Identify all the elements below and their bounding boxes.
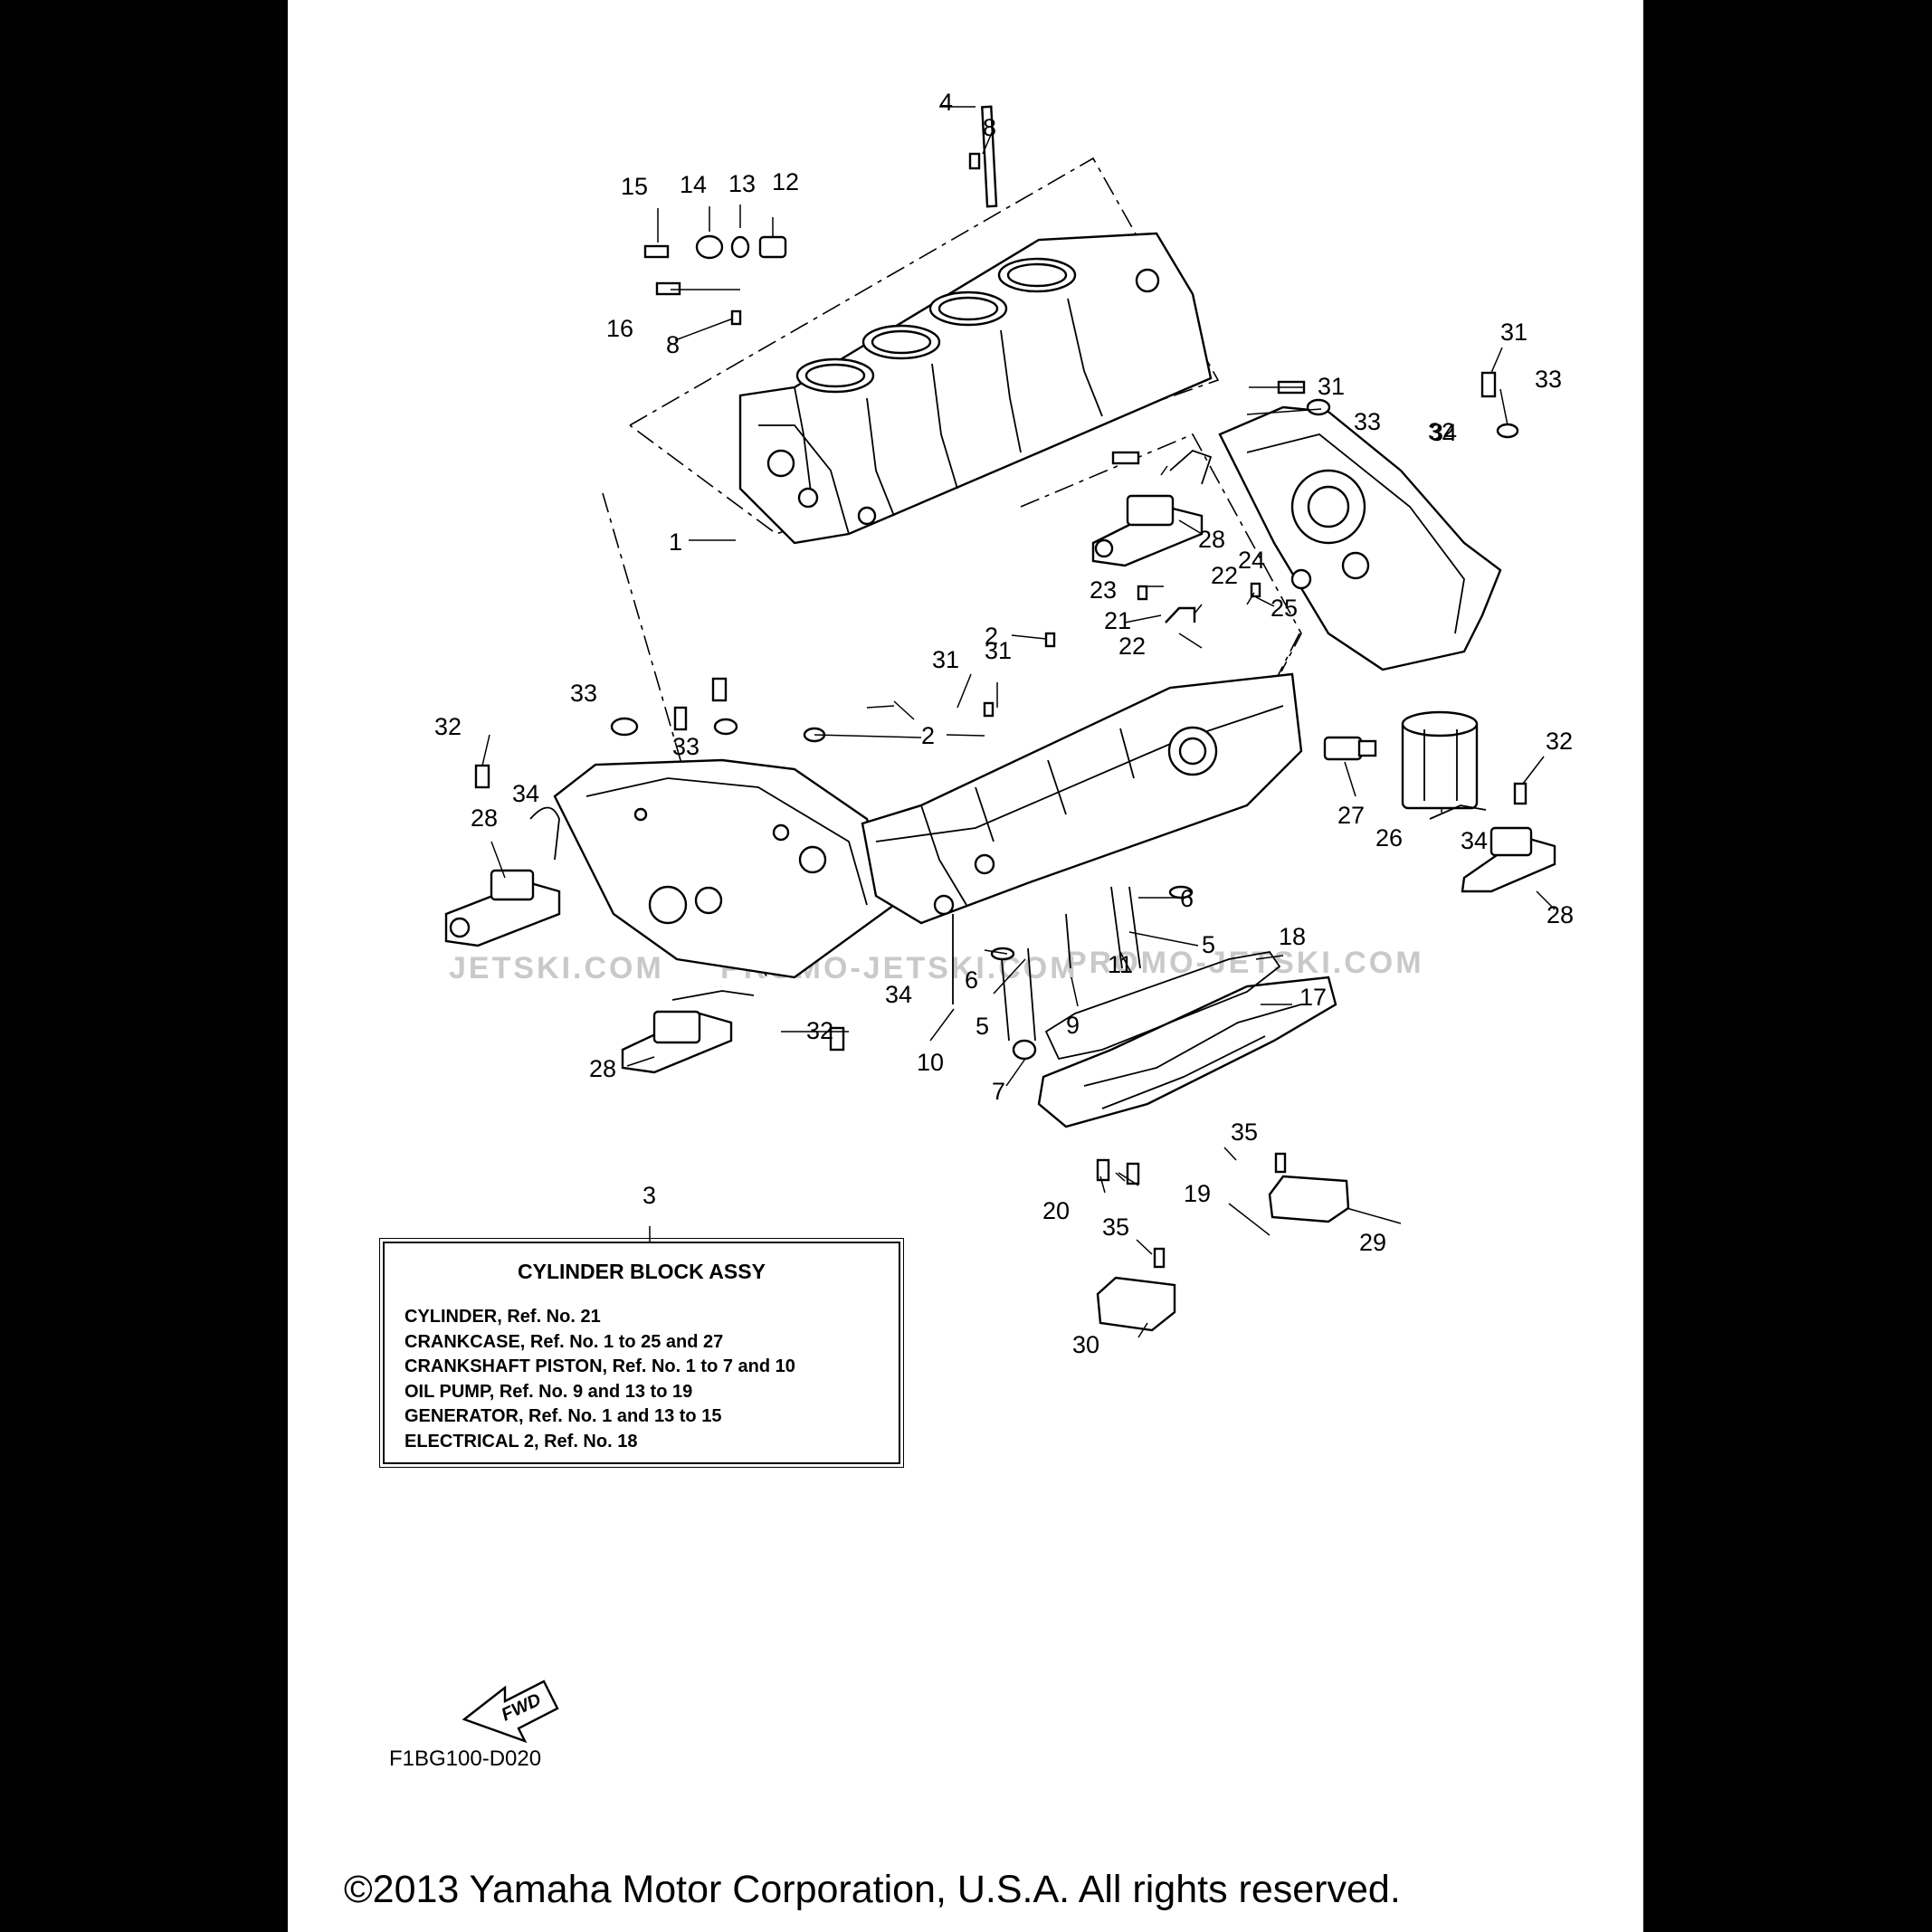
drawing-code: F1BG100-D020	[389, 1746, 542, 1771]
callout: 25	[1271, 595, 1298, 622]
callout: 14	[680, 171, 707, 198]
callout: 1	[669, 528, 682, 556]
callout: 10	[917, 1049, 944, 1076]
callout: 21	[1104, 607, 1131, 634]
legend-box: CYLINDER BLOCK ASSY CYLINDER, Ref. No. 2…	[379, 1238, 904, 1468]
callout: 28	[1198, 526, 1225, 553]
engine-mount-front	[621, 1010, 733, 1074]
callout-labels: 1 2 2 3 4 5 5 6 6 7 8 8 9 10 11 12 13 14…	[434, 89, 1574, 1358]
callout: 9	[1066, 1012, 1080, 1039]
diagram-sheet: JETSKI.COM PROMO-JETSKI.COM PROMO-JETSKI…	[288, 0, 1643, 1932]
callout: 6	[965, 966, 978, 994]
oil-filter	[1401, 710, 1479, 810]
callout: 8	[666, 331, 680, 358]
callout: 17	[1299, 984, 1327, 1011]
lower-crankcase	[861, 672, 1303, 925]
left-crankcase-cover	[553, 758, 896, 979]
callout: 33	[1535, 366, 1562, 393]
legend-line: GENERATOR, Ref. No. 1 and 13 to 15	[404, 1406, 722, 1426]
oil-pan	[1037, 976, 1337, 1128]
callout: 23	[1090, 576, 1117, 604]
callout: 6	[1180, 885, 1194, 912]
engine-mount-left	[444, 869, 561, 947]
callout: 31	[985, 637, 1012, 664]
callout: 34	[1430, 419, 1457, 446]
leader-lines	[481, 106, 1556, 1338]
exploded-parts-diagram: JETSKI.COM PROMO-JETSKI.COM PROMO-JETSKI…	[434, 89, 1574, 1744]
copyright-notice: ©2013 Yamaha Motor Corporation, U.S.A. A…	[344, 1868, 1401, 1911]
watermark: JETSKI.COM	[449, 951, 664, 985]
callout: 8	[983, 114, 996, 141]
callout: 22	[1211, 562, 1238, 589]
callout: 33	[1354, 408, 1381, 435]
callout: 32	[806, 1017, 833, 1044]
damper-29	[1268, 1175, 1350, 1223]
callout: 34	[512, 780, 539, 807]
callout: 24	[1238, 547, 1265, 574]
callout: 22	[1118, 633, 1146, 660]
legend-line: ELECTRICAL 2, Ref. No. 18	[404, 1431, 638, 1451]
callout: 5	[1202, 931, 1215, 958]
callout: 7	[992, 1078, 1005, 1105]
callout: 16	[606, 315, 633, 342]
fasteners	[474, 152, 1528, 1269]
right-crankcase-cover	[1218, 405, 1502, 671]
callout: 29	[1359, 1229, 1386, 1256]
callout: 32	[1428, 418, 1455, 445]
engine-mount-upper-right	[1091, 494, 1204, 567]
callout: 5	[976, 1013, 989, 1040]
callout: 35	[1102, 1213, 1129, 1241]
callout: 28	[1547, 901, 1574, 928]
callout: 4	[939, 89, 953, 116]
engine-mount-right	[1461, 826, 1556, 893]
legend-line: CYLINDER, Ref. No. 21	[404, 1307, 601, 1327]
callout: 12	[772, 168, 799, 195]
callout: 28	[589, 1055, 616, 1082]
callout: 31	[1318, 373, 1345, 400]
callout: 2	[985, 623, 998, 650]
callout: 13	[728, 170, 756, 197]
callout: 15	[621, 173, 648, 200]
callout: 28	[471, 804, 498, 832]
legend-line: OIL PUMP, Ref. No. 9 and 13 to 19	[404, 1381, 693, 1402]
cylinder-group-outline	[629, 157, 1220, 535]
callout: 35	[1231, 1118, 1258, 1146]
callout: 20	[1042, 1197, 1070, 1224]
callout: 33	[672, 733, 700, 760]
callout: 2	[921, 722, 935, 749]
right-cover-group-outline	[1020, 433, 1302, 672]
callout: 11	[1108, 951, 1133, 978]
callout: 34	[1461, 827, 1488, 854]
callout: 32	[1546, 728, 1573, 755]
legend-title: CYLINDER BLOCK ASSY	[518, 1260, 766, 1283]
forward-arrow: FWD	[462, 1680, 559, 1744]
legend-line: CRANKCASE, Ref. No. 1 to 25 and 27	[404, 1331, 724, 1352]
callout: 19	[1184, 1180, 1211, 1207]
legend-line: CRANKSHAFT PISTON, Ref. No. 1 to 7 and 1…	[404, 1356, 795, 1376]
legend-lines: CYLINDER, Ref. No. 21 CRANKCASE, Ref. No…	[404, 1305, 795, 1454]
cylinder-block	[738, 105, 1213, 545]
callout: 33	[570, 680, 597, 707]
callout: 31	[1500, 319, 1528, 346]
callout: 26	[1375, 824, 1403, 852]
oil-pan-gasket	[1044, 951, 1281, 1061]
oil-filter-nipple	[1323, 736, 1377, 761]
callout: 31	[932, 646, 959, 673]
callout: 27	[1337, 802, 1365, 829]
damper-30	[1096, 1276, 1176, 1332]
callout: 34	[885, 981, 912, 1008]
callout: 18	[1279, 923, 1306, 950]
callout: 30	[1072, 1331, 1099, 1358]
callout: 32	[434, 713, 462, 740]
callout: 3	[642, 1182, 656, 1209]
